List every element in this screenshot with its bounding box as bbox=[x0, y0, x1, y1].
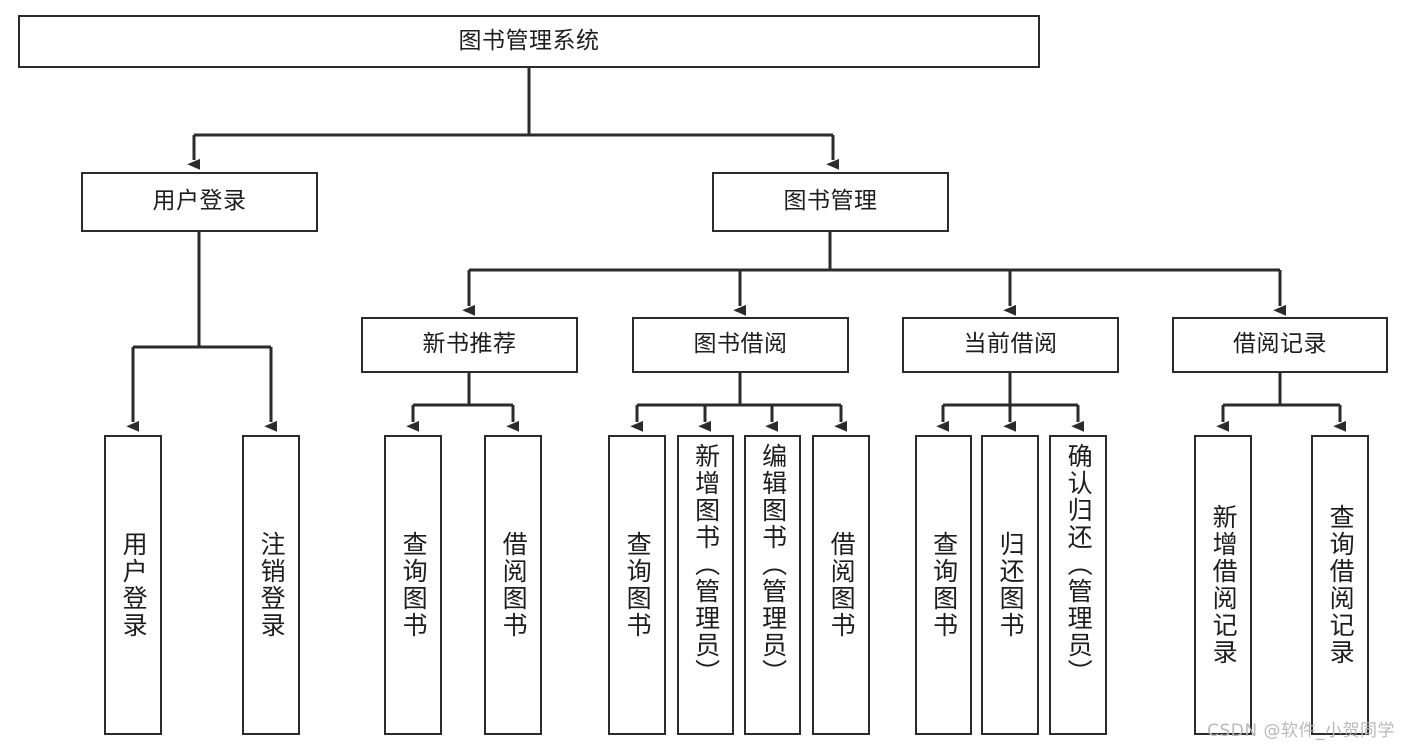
leaf-logout[interactable]: 注销登录 bbox=[242, 435, 300, 735]
leaf-query-book-borrow[interactable]: 查询图书 bbox=[608, 435, 666, 735]
leaf-query-borrow-record[interactable]: 查询借阅记录 bbox=[1311, 435, 1369, 735]
leaf-add-borrow-record[interactable]: 新增借阅记录 bbox=[1194, 435, 1252, 735]
leaf-query-book-current[interactable]: 查询图书 bbox=[915, 435, 972, 735]
node-label: 确认归还（管理员） bbox=[1064, 443, 1094, 686]
node-label: 图书管理 bbox=[783, 188, 878, 215]
node-root-book-management-system[interactable]: 图书管理系统 bbox=[18, 15, 1040, 68]
node-label: 新书推荐 bbox=[422, 331, 517, 358]
leaf-confirm-return-admin[interactable]: 确认归还（管理员） bbox=[1049, 435, 1107, 735]
watermark: CSDN @软件_小贺同学 bbox=[1207, 721, 1395, 741]
node-label: 用户登录 bbox=[119, 531, 149, 639]
node-label: 新增借阅记录 bbox=[1209, 504, 1239, 666]
node-label: 查询图书 bbox=[929, 531, 959, 639]
node-label: 新增图书（管理员） bbox=[691, 443, 721, 686]
node-user-login[interactable]: 用户登录 bbox=[81, 172, 318, 232]
node-book-management[interactable]: 图书管理 bbox=[712, 172, 949, 232]
node-book-borrow[interactable]: 图书借阅 bbox=[632, 317, 849, 373]
node-label: 编辑图书（管理员） bbox=[758, 443, 788, 686]
node-label: 借阅图书 bbox=[827, 531, 857, 639]
node-borrow-records[interactable]: 借阅记录 bbox=[1172, 317, 1388, 373]
node-label: 借阅图书 bbox=[499, 531, 529, 639]
node-label: 查询借阅记录 bbox=[1326, 504, 1356, 666]
node-label: 查询图书 bbox=[623, 531, 653, 639]
node-new-book-recommend[interactable]: 新书推荐 bbox=[361, 317, 578, 373]
leaf-borrow-book[interactable]: 借阅图书 bbox=[812, 435, 870, 735]
leaf-borrow-book-recommend[interactable]: 借阅图书 bbox=[484, 435, 542, 735]
node-label: 归还图书 bbox=[996, 531, 1026, 639]
node-label: 当前借阅 bbox=[963, 331, 1058, 358]
leaf-edit-book-admin[interactable]: 编辑图书（管理员） bbox=[744, 435, 801, 735]
node-label: 用户登录 bbox=[152, 188, 247, 215]
node-label: 图书借阅 bbox=[693, 331, 788, 358]
node-label: 注销登录 bbox=[257, 531, 287, 639]
leaf-add-book-admin[interactable]: 新增图书（管理员） bbox=[677, 435, 734, 735]
node-label: 查询图书 bbox=[399, 531, 429, 639]
leaf-user-login[interactable]: 用户登录 bbox=[104, 435, 162, 735]
node-label: 图书管理系统 bbox=[458, 27, 600, 54]
leaf-return-book[interactable]: 归还图书 bbox=[981, 435, 1039, 735]
node-label: 借阅记录 bbox=[1233, 331, 1327, 358]
leaf-query-book-recommend[interactable]: 查询图书 bbox=[384, 435, 442, 735]
node-current-borrow[interactable]: 当前借阅 bbox=[902, 317, 1119, 373]
